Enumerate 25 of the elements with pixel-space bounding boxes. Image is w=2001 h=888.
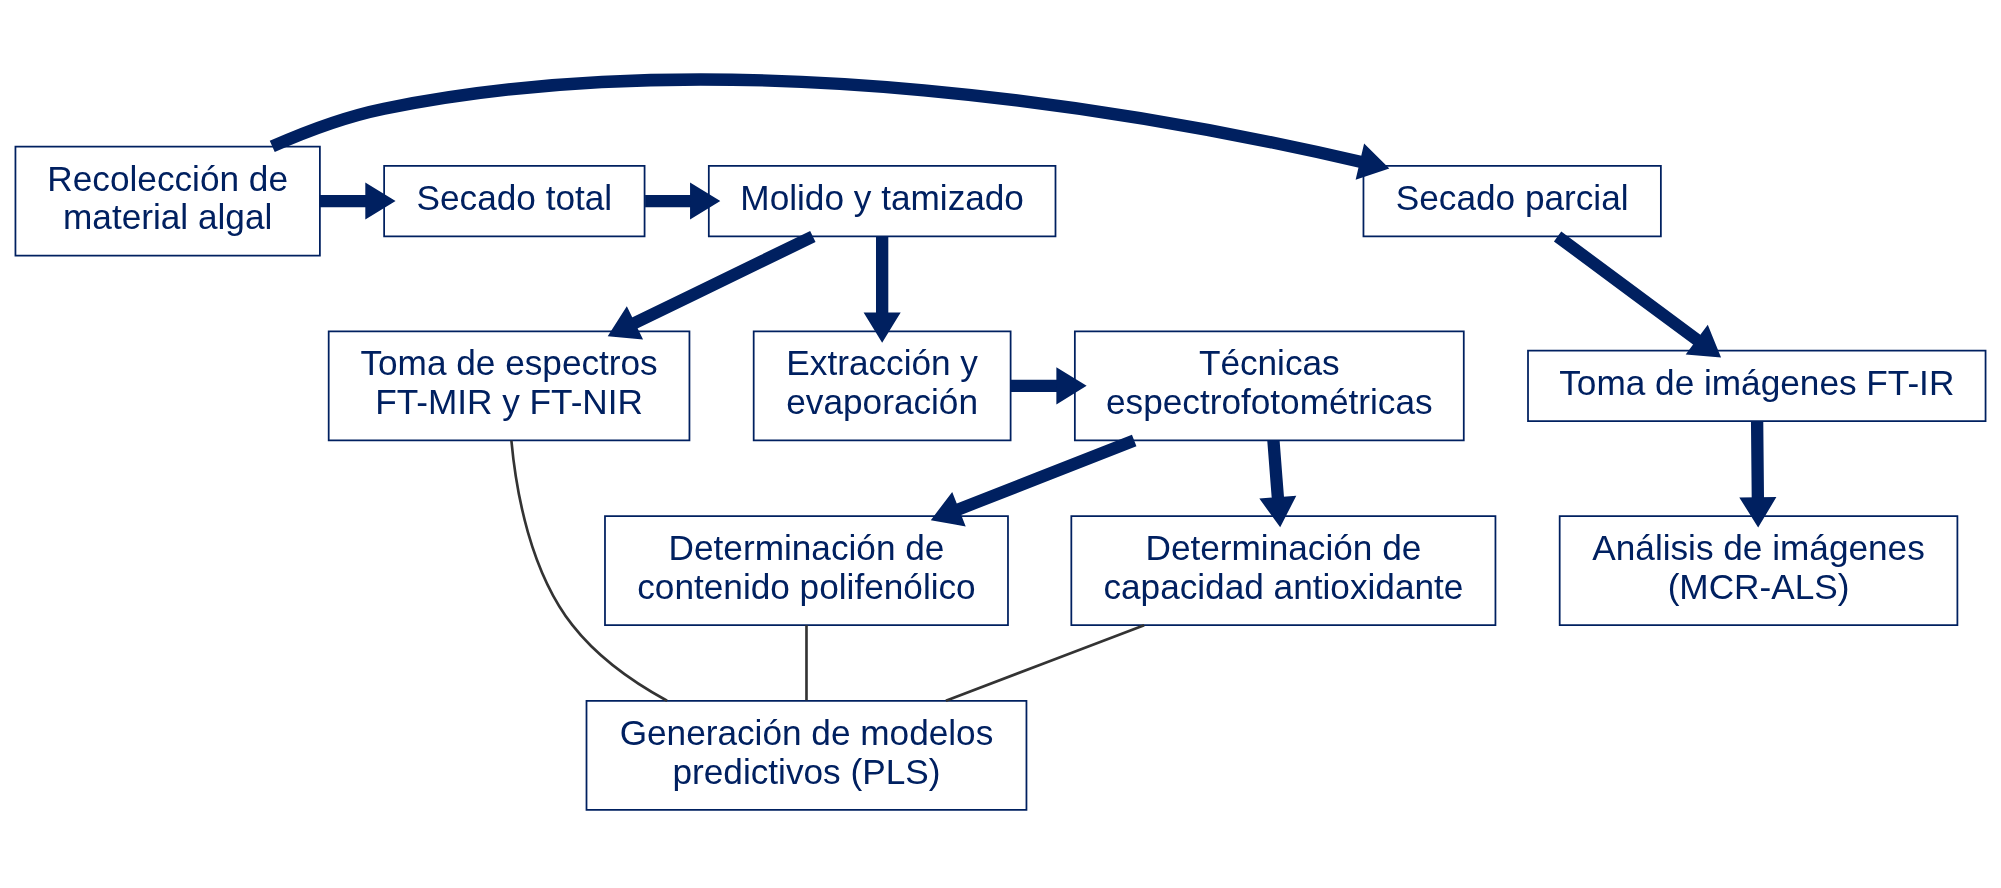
arrow — [645, 182, 721, 220]
node-box: Técnicas espectrofotométricas — [1073, 329, 1465, 441]
node-box: Toma de espectros FT-MIR y FT-NIR — [327, 329, 691, 441]
node-box: Secado parcial — [1362, 164, 1662, 237]
node-box: Extracción y evaporación — [752, 329, 1012, 441]
node-box: Determinación de capacidad antioxidante — [1070, 514, 1497, 626]
arrow — [320, 182, 396, 220]
node-box: Toma de imágenes FT-IR — [1527, 349, 1987, 422]
arrow — [1739, 421, 1777, 527]
node-box: Generación de modelos predictivos (PLS) — [585, 699, 1028, 811]
arrow — [930, 434, 1137, 526]
arrow — [269, 73, 1390, 180]
connector — [510, 439, 668, 702]
arrow — [607, 230, 816, 340]
node-box: Secado total — [383, 164, 646, 237]
node-box: Molido y tamizado — [707, 164, 1057, 237]
arrow — [1010, 366, 1087, 404]
arrow — [1259, 439, 1297, 527]
arrow — [863, 236, 901, 343]
connector — [805, 624, 808, 700]
connector — [945, 623, 1145, 702]
node-box: Determinación de contenido polifenólico — [604, 514, 1009, 626]
arrow — [1553, 231, 1722, 358]
node-box: Análisis de imágenes (MCR-ALS) — [1558, 514, 1959, 626]
node-box: Recolección de material algal — [14, 145, 321, 256]
